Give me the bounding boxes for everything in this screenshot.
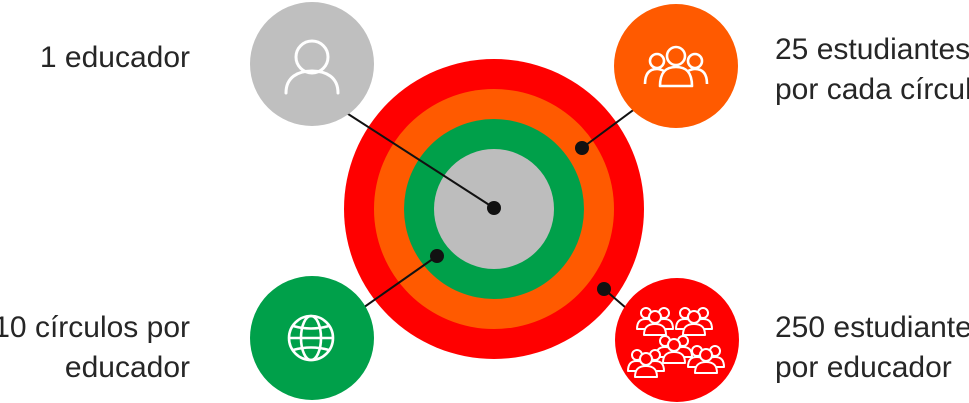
educator-connector-dot [487, 201, 501, 215]
circles-per-educator-label: 10 círculos por educador [0, 308, 190, 388]
students-per-educator-connector-dot [597, 282, 611, 296]
circles-connector-line [359, 255, 438, 311]
educator-label: 1 educador [40, 38, 190, 78]
students-per-circle-connector-line [581, 104, 641, 149]
crowd-icon [627, 307, 725, 378]
circles-per-educator-label-line1: 10 círculos por [0, 311, 190, 344]
educator-label-line1: 1 educador [39, 41, 190, 74]
mini-group-icon [675, 307, 713, 336]
educator-bubble [250, 2, 374, 126]
educator-connector-line [344, 111, 495, 209]
students-per-educator-label-line1: 250 estudiantes [775, 311, 969, 344]
students-per-circle-label-line1: 25 estudiantes [775, 33, 969, 66]
students-per-educator-label: 250 estudiantes por educador [775, 308, 969, 388]
students-per-circle-label-line2: por cada círculo [775, 73, 969, 106]
circles-per-educator-label-line2: educador [64, 351, 190, 384]
person-icon [284, 39, 340, 95]
mini-group-icon [687, 345, 725, 374]
mini-group-icon [627, 349, 665, 378]
group-icon [643, 45, 709, 88]
students-per-educator-label-line2: por educador [775, 351, 952, 384]
students-per-circle-connector-dot [575, 141, 589, 155]
students-per-circle-label: 25 estudiantes por cada círculo [775, 30, 969, 110]
mini-group-icon [636, 307, 674, 336]
circles-connector-dot [430, 249, 444, 263]
globe-icon [287, 314, 335, 362]
